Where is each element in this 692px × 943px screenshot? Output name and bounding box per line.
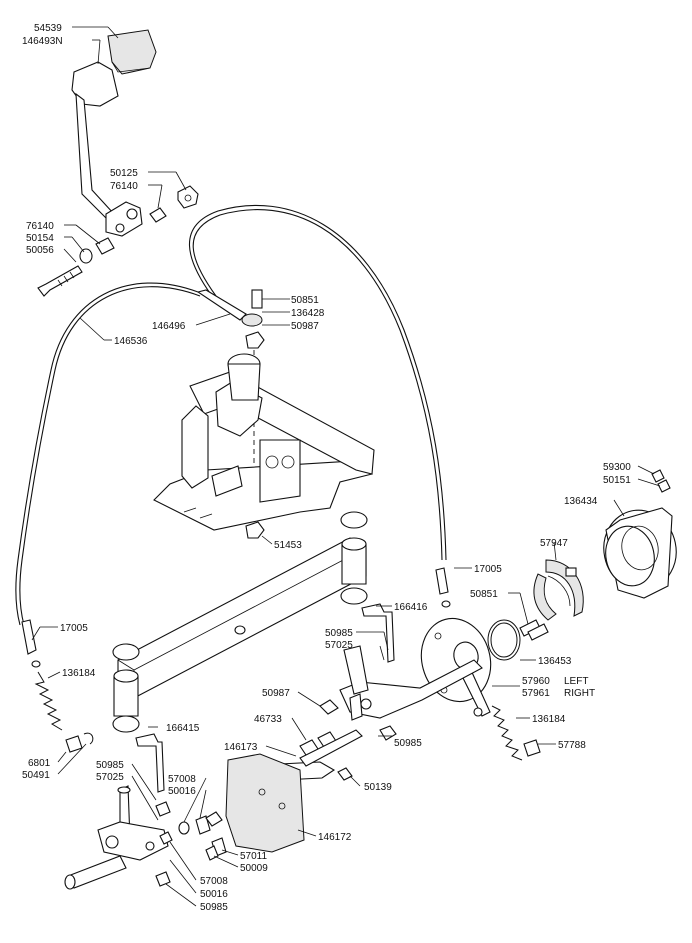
cable-end-left [21,619,37,655]
pin-6801 [65,735,83,753]
callout-labels: 54539 146493N 50125 76140 76140 50154 50… [22,23,631,913]
washer-50154 [79,248,93,264]
left-spring-assembly [21,619,94,753]
spring-136184-right [491,705,523,761]
bushing-76140-left [95,237,115,255]
callout-57011: 57011 [240,851,268,862]
callout-166416: 166416 [394,602,428,613]
nut-50151 [657,479,671,493]
callout-17005-right: 17005 [474,564,502,575]
spring-136184-left [34,671,63,731]
callout-57025-upper: 57025 [325,640,353,651]
callout-59300: 59300 [603,462,631,473]
callout-57947: 57947 [540,538,568,549]
rod-166415 [135,733,165,793]
callout-57008-lower: 57008 [200,876,228,887]
nut-50987-top [245,331,265,349]
bolt-59300 [651,469,665,483]
callout-50985-upper: 50985 [325,628,353,639]
leader-lines [31,26,661,907]
cross-shaft [112,511,368,733]
seal-136453 [487,619,521,661]
callout-146496: 146496 [152,321,186,332]
callout-57960: 57960 [522,676,550,687]
link-146496 [196,289,247,321]
pedal-pivot-bracket [105,201,143,237]
shield-146172 [225,753,305,853]
callout-50139: 50139 [364,782,392,793]
tractor-frame [153,353,375,531]
callout-54539: 54539 [34,23,62,34]
callout-136434: 136434 [564,496,598,507]
callout-50985-right: 50985 [394,738,422,749]
callout-50985-lower: 50985 [200,902,228,913]
cable-end-57788 [523,739,541,757]
callout-50016-lower: 50016 [200,889,228,900]
callout-57025-left: 57025 [96,772,124,783]
pedal-arm [75,92,115,221]
callout-136184-right: 136184 [532,714,566,725]
callout-50016-upper: 50016 [168,786,196,797]
callout-57961: 57961 [522,688,550,699]
callout-50056: 50056 [26,245,54,256]
callout-50154: 50154 [26,233,54,244]
callout-50987-lower: 50987 [262,688,290,699]
bushing-76140-right [149,207,167,223]
callout-46733: 46733 [254,714,282,725]
brake-cables [15,204,447,626]
callout-50987-top: 50987 [291,321,319,332]
callout-136428: 136428 [291,308,325,319]
callout-57788: 57788 [558,740,586,751]
left-pivot-linkage [64,785,173,890]
callout-50491: 50491 [22,770,50,781]
clip-50491 [83,732,94,745]
callout-146173: 146173 [224,742,258,753]
callout-146172: 146172 [318,832,352,843]
callout-76140-lower: 76140 [26,221,54,232]
washer-57008 [178,821,190,835]
bolt-50016 [195,815,211,835]
bushing-136428 [241,313,263,327]
bushing-bottom-left [112,715,140,733]
pedal-pad [71,61,119,107]
nut-50987-lower [319,699,339,715]
bolt-50851-top [251,289,263,309]
callout-6801: 6801 [28,758,51,769]
callout-76140-upper: 76140 [110,181,138,192]
callout-50151: 50151 [603,475,631,486]
cable-146536 [19,286,201,626]
callout-136184-left: 136184 [62,668,96,679]
callout-146536: 146536 [114,336,148,347]
callout-166415: 166415 [166,723,200,734]
callout-50985-left: 50985 [96,760,124,771]
bushing-bottom-right [340,587,368,605]
callout-50125: 50125 [110,168,138,179]
callout-51453: 51453 [274,540,302,551]
callout-146493N: 146493N [22,36,63,47]
brake-shoe-57947 [545,559,584,617]
brake-pedal-assembly [37,29,199,297]
bolt-50056 [37,265,83,297]
rod-166416 [361,603,395,663]
callout-50009: 50009 [240,863,268,874]
callout-50851-top: 50851 [291,295,319,306]
label-left: LEFT [564,676,588,687]
right-spring-assembly [435,567,541,761]
callout-136453: 136453 [538,656,572,667]
callout-50851-right: 50851 [470,589,498,600]
bushing-top-left [112,643,140,661]
callout-17005-left: 17005 [60,623,88,634]
callout-57008-upper: 57008 [168,774,196,785]
label-right: RIGHT [564,688,595,699]
bushing-top-right [340,511,368,529]
cable-right-brake [188,204,447,561]
nut-50125 [177,185,199,209]
nut-51453 [245,521,265,539]
nut-50139 [337,767,353,781]
